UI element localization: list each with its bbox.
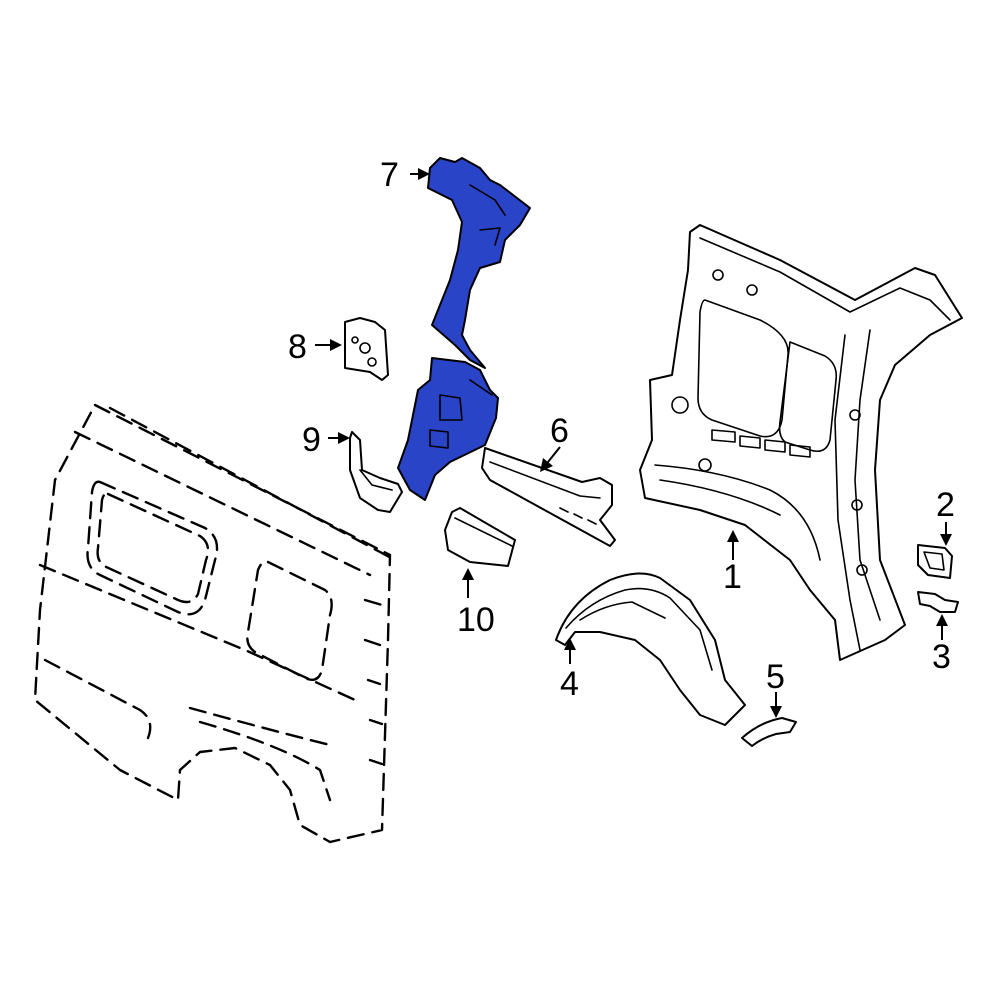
callout-10: 10 (457, 601, 495, 639)
side-bracket-part (349, 431, 403, 513)
wheelhouse-part (555, 572, 746, 726)
rail-part (481, 447, 616, 547)
callout-3: 3 (932, 638, 951, 676)
leader-lines (315, 168, 952, 718)
box-bracket-part (444, 507, 516, 567)
curved-strip-part (741, 717, 797, 747)
callout-9: 9 (302, 421, 321, 459)
callout-6: 6 (550, 412, 569, 450)
lower-small-bracket-part (917, 591, 959, 613)
callout-4: 4 (560, 665, 579, 703)
callout-labels: 7 8 9 6 10 1 2 3 4 5 (288, 156, 955, 703)
inner-quarter-panel-part (639, 224, 963, 661)
highlighted-pillar-part (397, 157, 531, 501)
upper-small-bracket-part (917, 544, 953, 579)
callout-8: 8 (288, 328, 307, 366)
callout-7: 7 (380, 156, 399, 194)
plate-part (344, 317, 389, 381)
outer-quarter-panel-outline (33, 403, 397, 844)
callout-2: 2 (936, 486, 955, 524)
callout-5: 5 (766, 658, 785, 696)
callout-1: 1 (723, 558, 742, 596)
